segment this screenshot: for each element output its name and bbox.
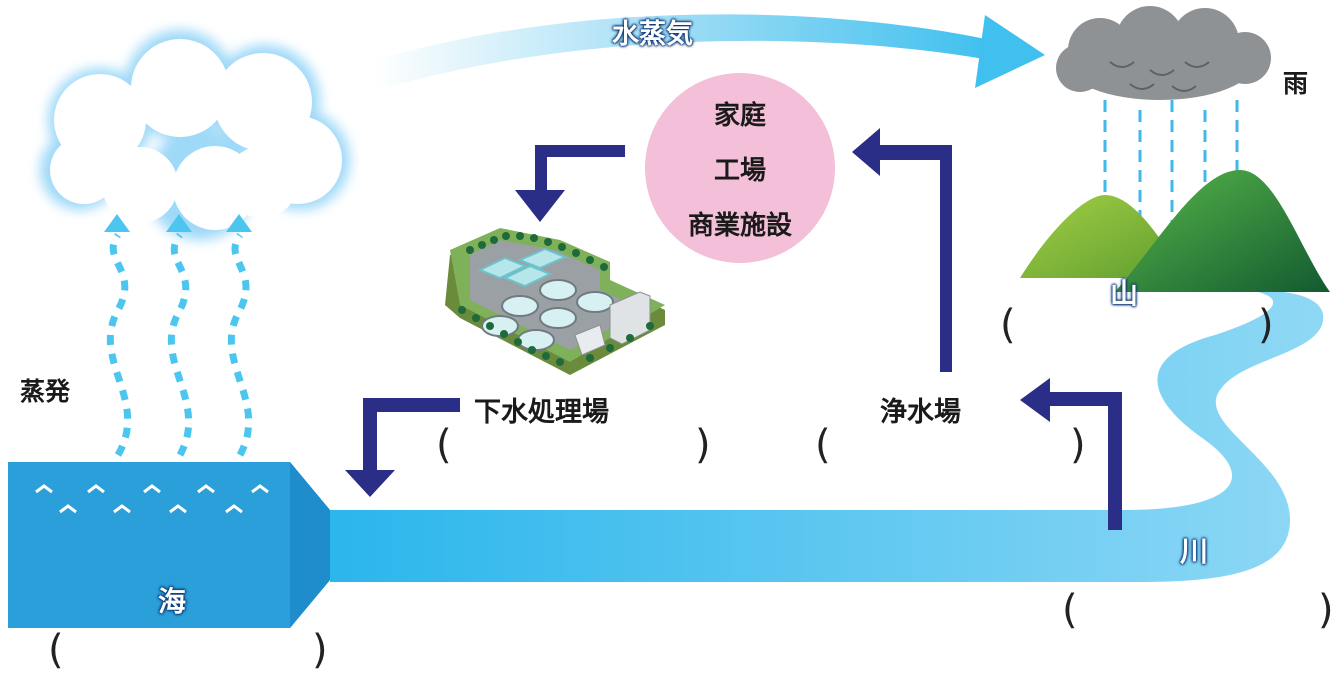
river-paren-close: ) (1318, 590, 1332, 630)
evaporation-label: 蒸発 (20, 377, 71, 406)
water-purification-label: 浄水場 (880, 397, 961, 428)
sea-paren-open: ( (48, 627, 64, 673)
sea-paren-close: ) (312, 627, 328, 673)
vapor-arrow (375, 14, 1045, 90)
sewage-paren-open: ( (436, 422, 452, 468)
commercial-label: 商業施設 (687, 211, 792, 241)
purification-paren-open: ( (815, 422, 831, 468)
sewage-plant-illustration (445, 228, 665, 375)
river (330, 290, 1324, 582)
mountain-paren-close: ) (1258, 302, 1274, 348)
sea-label: 海 (158, 585, 187, 618)
mountain-label: 山 (1110, 277, 1139, 310)
evaporation-arrowheads (104, 214, 252, 232)
vapor-label: 水蒸気 (612, 19, 693, 50)
mountain-paren-open: ( (1000, 302, 1016, 348)
river-label: 川 (1180, 535, 1209, 568)
factory-label: 工場 (713, 156, 766, 186)
river-paren-open: ( (1062, 587, 1078, 633)
evaporation-arrows (106, 232, 253, 457)
flow-arrows (345, 128, 1122, 530)
purification-paren-close: ) (1070, 422, 1086, 468)
rain-cloud (1056, 6, 1271, 100)
rain-label: 雨 (1283, 69, 1309, 98)
sea (8, 462, 330, 628)
mountains (1020, 170, 1330, 292)
white-cloud (40, 30, 350, 240)
sewage-plant-label: 下水処理場 (474, 397, 609, 428)
home-label: 家庭 (713, 101, 766, 131)
sewage-paren-close: ) (695, 422, 711, 468)
home-factory-circle (645, 73, 835, 263)
